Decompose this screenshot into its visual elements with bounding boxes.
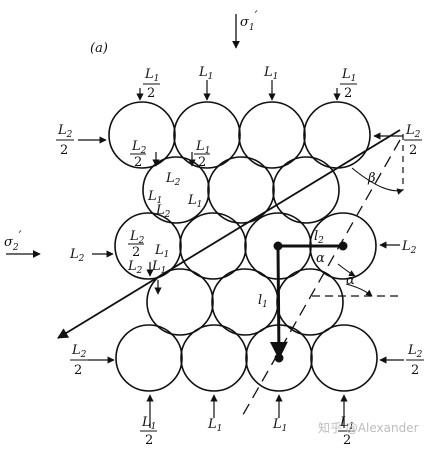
particle [179,212,247,280]
particle [272,156,340,224]
contact-L1-half-inner-2: L1 [187,193,202,210]
contact-L2-half-inner: L2 [165,171,181,188]
center-dot [273,241,283,251]
label-L2-half-left-top-den: 2 [60,143,68,158]
alpha-label-upper: α [316,251,325,266]
label-L2-half-right-bottom-den: 2 [411,363,419,378]
label-L1-half-bottom-right-den: 2 [343,433,351,448]
alpha-angle-arc-upper [337,263,356,277]
label-L1-top: L1 [263,65,278,82]
force-arrows [78,80,404,428]
contact-L2-half-row3: L2 [129,229,145,246]
spacing-vectors [269,241,348,363]
label-L1-half-top-left: L1 [144,67,159,84]
alpha-angle-arc-lower [345,283,373,297]
beta-angle-arc [351,167,404,195]
label-L2-right-mid: L2 [401,239,417,256]
l1-label: l1 [258,293,268,310]
particle [310,324,378,392]
contact-L1-half-inner: L1 [147,189,162,206]
label-L2-half-right-bottom: L2 [407,343,423,360]
contact-L2-half: L2 [131,139,147,156]
center-dot [338,241,348,251]
particle [173,101,241,169]
particle [114,212,182,280]
label-L2-half-right-top-den: 2 [409,143,417,158]
panel-label: (a) [90,41,108,56]
label-L1-half-top-left-den: 2 [147,86,155,101]
contact-L2-half-row3-b: L2 [127,259,143,276]
label-L1-bottom: L1 [207,417,222,434]
watermark-text: 知乎 @Alexander [318,421,419,435]
contact-L1-half-row3-b: L1 [151,259,166,276]
label-L1-half-top-right-den: 2 [344,86,352,101]
particle [276,268,344,336]
label-L2-half-right-top: L2 [405,123,421,140]
label-L1-top: L1 [198,65,213,82]
l1-vector [269,245,288,360]
contact-L1-half-den: 2 [198,155,206,170]
sigma2-label: σ2′ [4,229,22,253]
particle [115,324,183,392]
contact-L2-half-row3-den: 2 [132,245,140,260]
label-L1-half-bottom-left: L1 [141,415,156,432]
contact-L2-half-inner-2: L2 [155,203,171,220]
sigma1-label: σ1′ [240,9,258,33]
contact-L1-row3: L1 [154,243,169,260]
particle [108,101,176,169]
contact-L2-half-den: 2 [134,155,142,170]
particle [211,268,279,336]
alpha-label-lower: α [346,273,355,288]
label-L2-left-mid: L2 [69,247,85,264]
particle [142,156,210,224]
contact-L1-half: L1 [195,139,210,156]
particle [207,156,275,224]
label-L1-bottom: L1 [272,417,287,434]
label-L1-half-bottom-right: L1 [339,415,354,432]
label-L2-half-left-bottom: L2 [71,343,87,360]
label-L1-half-top-right: L1 [341,67,356,84]
particle [180,324,248,392]
l2-label: l2 [314,229,324,246]
center-dot [274,353,284,363]
label-L2-half-left-bottom-den: 2 [74,363,82,378]
dashed-oblique-line [239,139,401,421]
particle [238,101,306,169]
particle [146,268,214,336]
label-L1-half-bottom-left-den: 2 [145,433,153,448]
shear-plane-line [57,129,401,339]
beta-label: β [367,171,376,186]
label-L2-half-left-top: L2 [57,123,73,140]
